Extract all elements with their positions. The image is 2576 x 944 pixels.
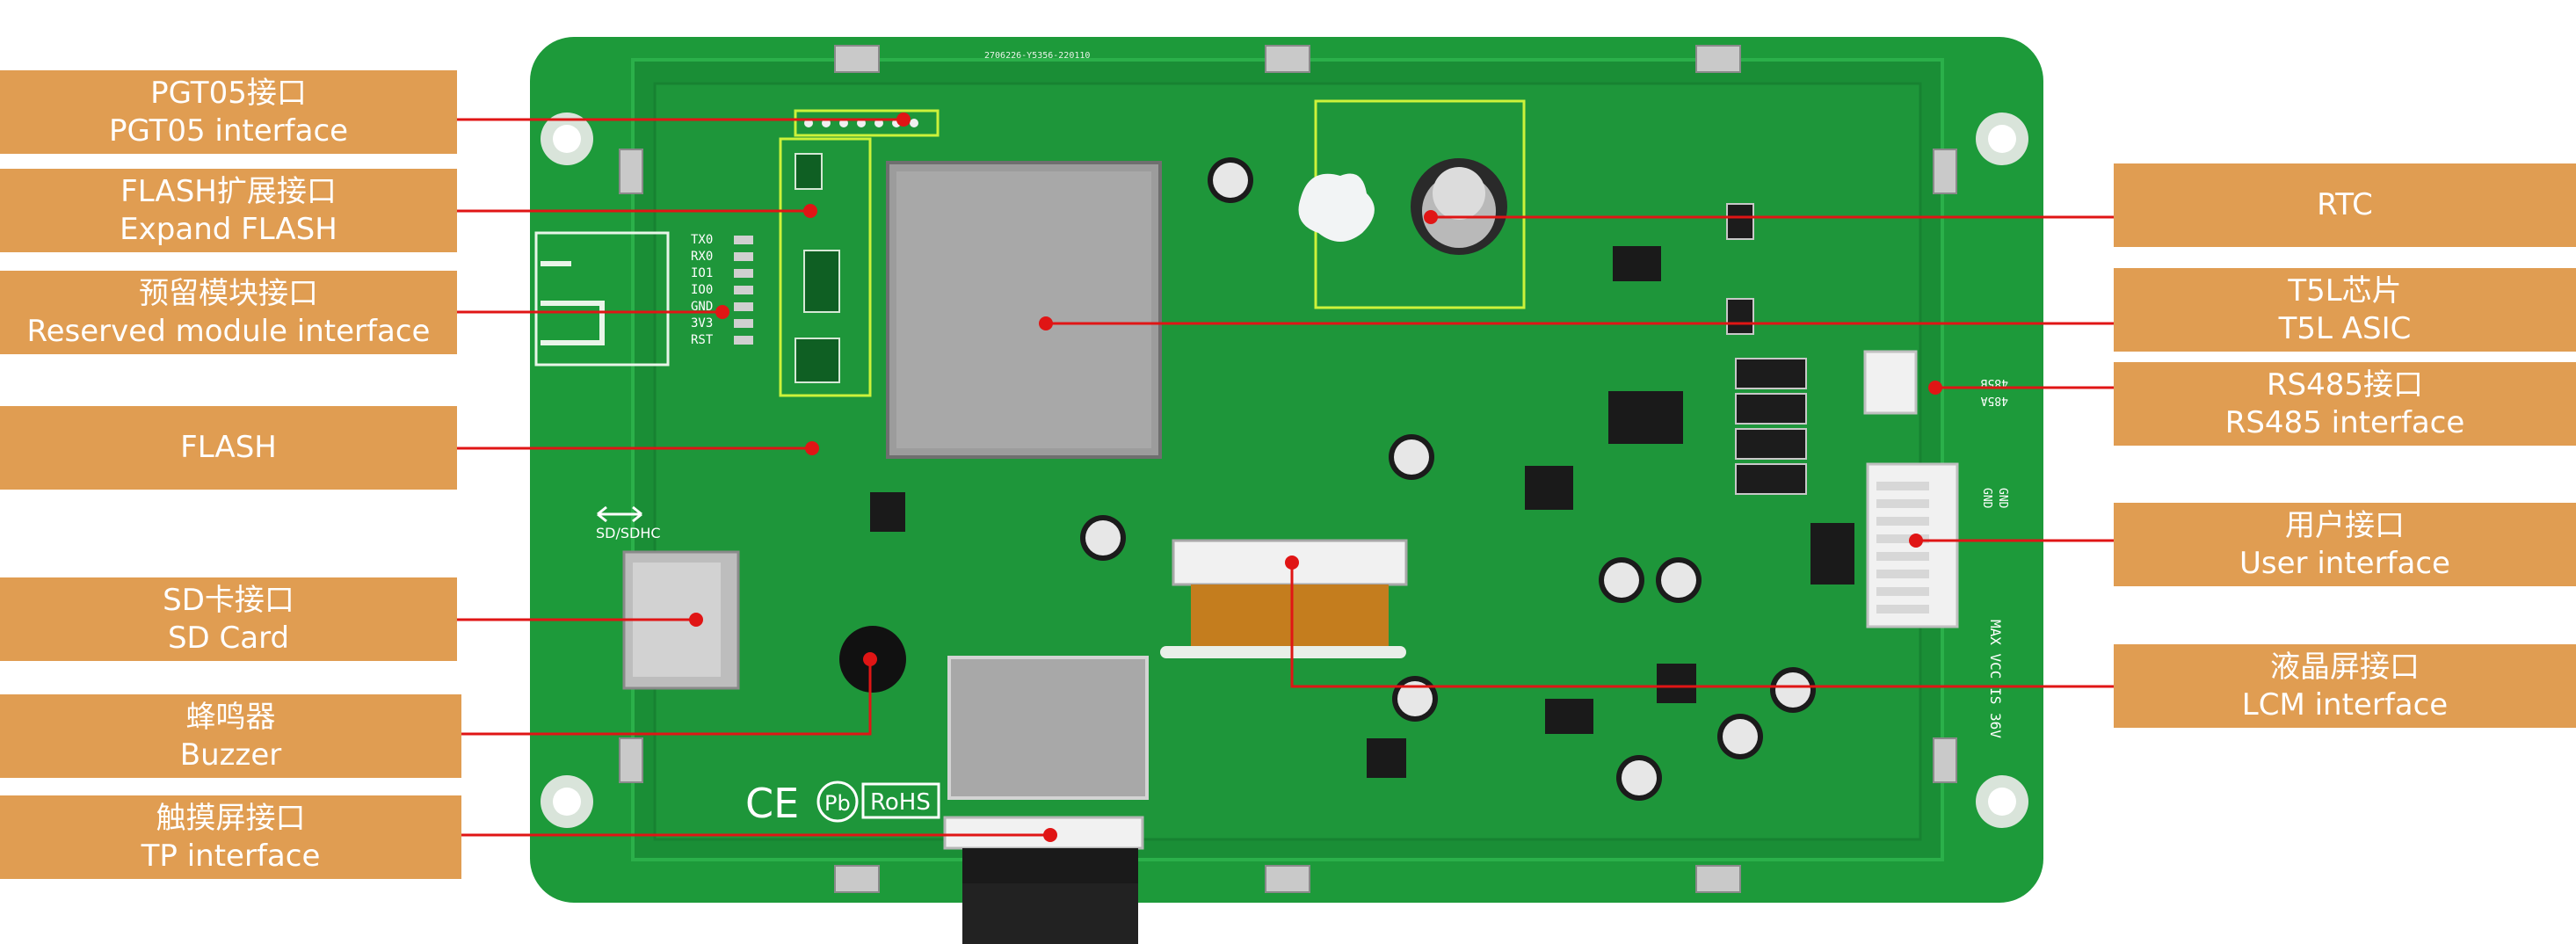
svg-text:GND: GND	[1996, 488, 2009, 509]
lcm-fpc	[1191, 585, 1389, 646]
label-t5l-zh: T5L芯片	[2288, 273, 2402, 309]
uart-pin-area	[534, 231, 670, 367]
svg-text:IO0: IO0	[691, 283, 713, 297]
label-flash-expand: FLASH扩展接口 Expand FLASH	[0, 169, 457, 252]
label-rtc-en: RTC	[2317, 187, 2373, 223]
label-lcm: 液晶屏接口 LCM interface	[2114, 644, 2576, 728]
label-flash-expand-en: Expand FLASH	[120, 211, 337, 247]
label-rs485-zh: RS485接口	[2266, 367, 2424, 403]
capacitors	[1080, 157, 1816, 801]
label-rs485-en: RS485 interface	[2224, 404, 2465, 440]
svg-text:GND: GND	[691, 300, 713, 314]
tp-connector-shield	[947, 656, 1149, 800]
label-reserved-en: Reserved module interface	[26, 313, 431, 349]
sd-label-text: SD/SDHC	[596, 525, 661, 541]
label-reserved-module: 预留模块接口 Reserved module interface	[0, 271, 457, 354]
label-buzzer-zh: 蜂鸣器	[185, 700, 276, 735]
sd-arrow-icon	[597, 505, 642, 523]
svg-text:RST: RST	[691, 333, 714, 347]
thermal-paste	[1298, 173, 1375, 242]
user-connector-pins	[1876, 482, 1929, 614]
label-sd-card: SD卡接口 SD Card	[0, 577, 457, 661]
mounting-holes	[541, 113, 2028, 828]
label-tp-en: TP interface	[141, 838, 321, 874]
label-tp: 触摸屏接口 TP interface	[0, 795, 461, 879]
label-user-en: User interface	[2239, 545, 2450, 581]
rohs-mark-box	[861, 782, 940, 819]
label-user-interface: 用户接口 User interface	[2114, 503, 2576, 586]
label-lcm-en: LCM interface	[2241, 686, 2449, 723]
rs485-pin-label: 485B	[1981, 376, 2008, 389]
power-inductors	[1726, 203, 1807, 495]
flash-expand-highlight	[779, 137, 872, 397]
label-buzzer-en: Buzzer	[179, 737, 282, 773]
pcb-inner-panel-2	[653, 82, 1922, 841]
power-note-text: MAX VCC IS 36V	[1987, 620, 2004, 738]
uart-pin-labels: TX0 RX0 IO1 IO0 GND 3V3 RST	[691, 233, 714, 347]
label-tp-zh: 触摸屏接口	[156, 801, 306, 836]
label-pgt05-zh: PGT05接口	[150, 76, 307, 111]
label-rtc: RTC	[2114, 163, 2576, 247]
pb-mark-ring	[816, 781, 859, 823]
label-pgt05-en: PGT05 interface	[108, 113, 349, 149]
label-sd-en: SD Card	[167, 620, 290, 656]
t5l-chip-shade	[896, 171, 1151, 448]
tp-fpc-tail	[962, 883, 1138, 944]
label-rs485: RS485接口 RS485 interface	[2114, 362, 2576, 446]
label-t5l: T5L芯片 T5L ASIC	[2114, 268, 2576, 352]
board-serial-text: 2706226-Y5356-220110	[984, 51, 1090, 61]
rs485-connector	[1863, 350, 1918, 415]
svg-text:RX0: RX0	[691, 250, 713, 264]
label-t5l-en: T5L ASIC	[2278, 310, 2412, 346]
edge-clips	[619, 45, 1957, 893]
rs485-pin-label: 485A	[1981, 394, 2008, 407]
label-lcm-zh: 液晶屏接口	[2270, 650, 2420, 685]
rohs-mark: RoHS	[870, 789, 931, 816]
svg-text:TX0: TX0	[691, 233, 713, 247]
leader-dots	[689, 113, 1942, 842]
label-pgt05: PGT05接口 PGT05 interface	[0, 70, 457, 154]
label-flash-en: FLASH	[180, 430, 277, 466]
ce-mark: CE	[745, 780, 799, 827]
ic-chips	[870, 246, 1854, 778]
svg-text:3V3: 3V3	[691, 316, 713, 330]
lcm-slot	[1160, 646, 1406, 658]
rtc-battery-top	[1433, 167, 1485, 220]
label-flash: FLASH	[0, 406, 457, 490]
svg-text:IO1: IO1	[691, 266, 713, 280]
pb-mark: Pb	[824, 791, 851, 816]
user-pin-labels: GND GND	[1980, 488, 2009, 509]
pgt05-highlight	[794, 109, 940, 137]
uart-pin-pads	[734, 236, 753, 345]
leader-lines	[455, 118, 2114, 837]
label-buzzer: 蜂鸣器 Buzzer	[0, 694, 461, 778]
flash-expand-pads	[795, 153, 840, 383]
svg-text:GND: GND	[1980, 488, 1993, 509]
label-reserved-zh: 预留模块接口	[139, 276, 318, 311]
label-user-zh: 用户接口	[2285, 508, 2405, 543]
label-flash-expand-zh: FLASH扩展接口	[120, 174, 337, 209]
label-sd-zh: SD卡接口	[163, 583, 294, 618]
